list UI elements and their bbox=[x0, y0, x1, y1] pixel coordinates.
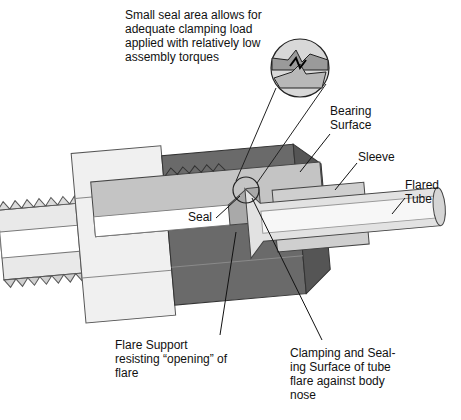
nut-thread-section bbox=[165, 163, 225, 175]
zoom-inset bbox=[271, 39, 329, 97]
leader-line bbox=[216, 196, 240, 218]
leader-line bbox=[335, 163, 357, 190]
leader-line bbox=[392, 198, 405, 214]
body-bore bbox=[0, 225, 80, 258]
leader-line bbox=[300, 134, 330, 172]
leader-line bbox=[252, 198, 322, 340]
zoom-line bbox=[257, 84, 326, 183]
seal-zigzag bbox=[290, 58, 306, 68]
callout-label: Small seal area allows for adequate clam… bbox=[125, 8, 293, 64]
fitting-cutaway bbox=[0, 121, 453, 329]
callout-label: Flare Support resisting “opening” of fla… bbox=[115, 338, 235, 380]
callout-label: Bearing Surface bbox=[330, 104, 392, 132]
leader-line bbox=[220, 232, 236, 335]
body-thread-end bbox=[0, 203, 82, 280]
callout-label: Clamping and Seal- ing Surface of tube f… bbox=[290, 346, 412, 402]
zoom-circle bbox=[271, 39, 329, 97]
callout-label: Seal bbox=[188, 210, 228, 224]
tube-end bbox=[432, 187, 447, 226]
zoom-line bbox=[236, 88, 276, 181]
thread-teeth bbox=[0, 195, 76, 210]
callout-label: Flared Tube bbox=[405, 178, 457, 206]
thread-teeth bbox=[4, 273, 82, 288]
zoom-body bbox=[272, 50, 328, 70]
hex-facet bbox=[82, 270, 172, 278]
callout-label: Sleeve bbox=[358, 150, 408, 164]
body-bore bbox=[94, 204, 245, 237]
